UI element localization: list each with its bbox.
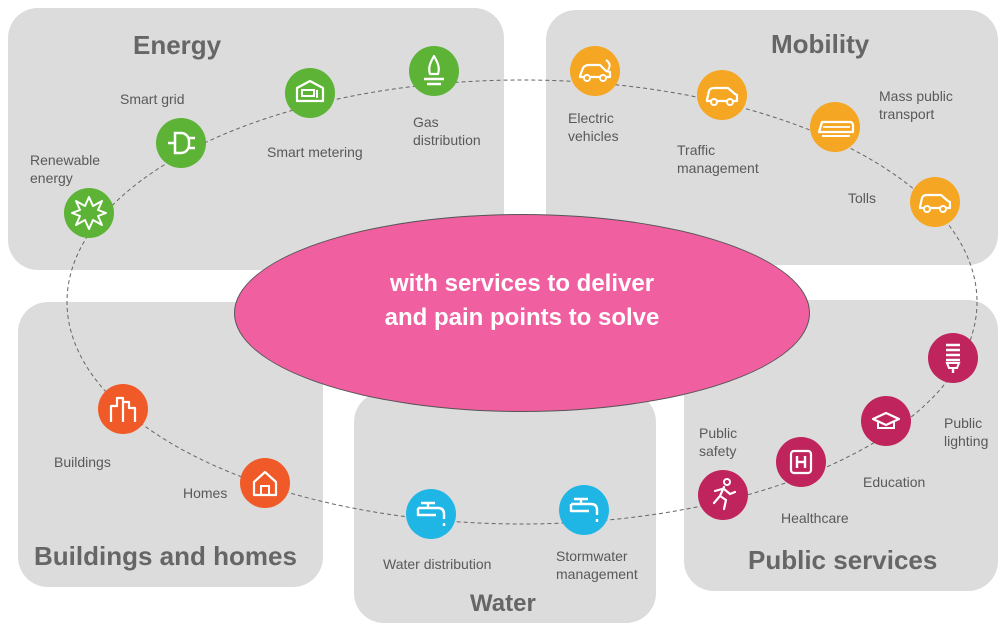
car-icon xyxy=(697,70,747,120)
energy-title: Energy xyxy=(133,30,222,60)
tolls-node[interactable] xyxy=(910,177,960,227)
traffic-management-label: Traffic management xyxy=(677,142,759,176)
stormwater-management-label: Stormwater management xyxy=(556,548,638,582)
gas-flame-icon xyxy=(409,46,459,96)
buildings-node[interactable] xyxy=(98,384,148,434)
center-text: with services to deliver and pain points… xyxy=(234,267,810,335)
homes-label: Homes xyxy=(183,485,228,501)
water-distribution-node[interactable] xyxy=(406,489,456,539)
meter-icon xyxy=(285,68,335,118)
plug-icon xyxy=(156,118,206,168)
hospital-icon xyxy=(776,437,826,487)
gas-distribution-node[interactable] xyxy=(409,46,459,96)
smart-metering-label: Smart metering xyxy=(267,144,363,160)
center-ellipse xyxy=(234,214,810,412)
running-person-icon xyxy=(698,470,748,520)
stormwater-management-node[interactable] xyxy=(559,485,609,535)
buildings-title: Buildings and homes xyxy=(34,541,297,571)
faucet-icon xyxy=(559,485,609,535)
mass-public-transport-label: Mass public transport xyxy=(879,88,953,122)
healthcare-node[interactable] xyxy=(776,437,826,487)
gas-distribution-label: Gas distribution xyxy=(413,114,481,148)
buildings-icon xyxy=(98,384,148,434)
house-icon xyxy=(240,458,290,508)
public-lighting-node[interactable] xyxy=(928,333,978,383)
starburst-icon xyxy=(64,188,114,238)
smart-grid-node[interactable] xyxy=(156,118,206,168)
smart-grid-label: Smart grid xyxy=(120,91,185,107)
renewable-energy-label: Renewable energy xyxy=(30,152,101,186)
healthcare-label: Healthcare xyxy=(781,510,849,526)
renewable-energy-node[interactable] xyxy=(64,188,114,238)
train-icon xyxy=(810,102,860,152)
water-distribution-label: Water distribution xyxy=(383,556,492,572)
water-title: Water xyxy=(470,590,536,617)
graduation-cap-icon xyxy=(861,396,911,446)
traffic-management-node[interactable] xyxy=(697,70,747,120)
electric-vehicles-label: Electric vehicles xyxy=(568,110,619,144)
buildings-label: Buildings xyxy=(54,454,111,470)
mass-public-transport-node[interactable] xyxy=(810,102,860,152)
public-safety-label: Public safety xyxy=(699,425,738,459)
center-line-2: and pain points to solve xyxy=(384,304,660,331)
faucet-icon xyxy=(406,489,456,539)
electric-car-icon xyxy=(570,46,620,96)
homes-node[interactable] xyxy=(240,458,290,508)
education-label: Education xyxy=(863,474,926,490)
public-lighting-label: Public lighting xyxy=(944,415,989,449)
light-bulb-icon xyxy=(928,333,978,383)
center-line-1: with services to deliver xyxy=(389,270,655,297)
tolls-label: Tolls xyxy=(848,190,877,206)
car-icon xyxy=(910,177,960,227)
electric-vehicles-node[interactable] xyxy=(570,46,620,96)
public-safety-node[interactable] xyxy=(698,470,748,520)
smart-metering-node[interactable] xyxy=(285,68,335,118)
mobility-title: Mobility xyxy=(771,29,870,59)
public-services-title: Public services xyxy=(748,545,938,575)
education-node[interactable] xyxy=(861,396,911,446)
